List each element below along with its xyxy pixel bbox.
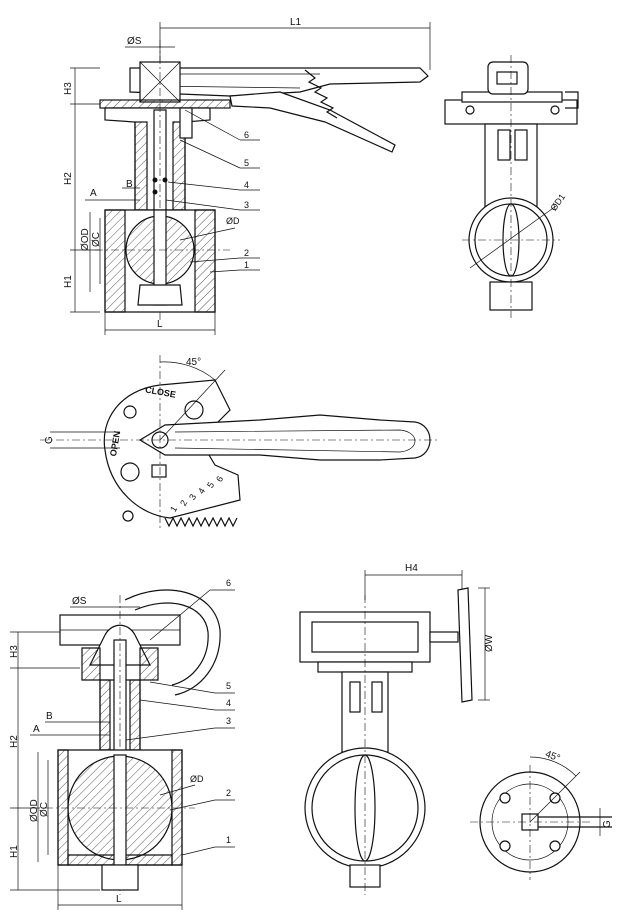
part-5: 5 xyxy=(244,158,249,168)
dim-H1: H1 xyxy=(63,275,74,288)
part-1: 1 xyxy=(244,260,249,270)
part-6-bottom: 6 xyxy=(226,578,231,588)
view-flange-plan: G 45° xyxy=(470,749,613,880)
view-lever-plan: 45° CLOSE OPEN G 1 2 3 4 5 6 xyxy=(40,355,440,530)
scale-5: 5 xyxy=(205,480,216,489)
part-2: 2 xyxy=(244,248,249,258)
dim-W: ØW xyxy=(484,634,495,652)
view-lever-valve-side: ØD1 xyxy=(444,55,579,318)
part-6: 6 xyxy=(244,130,249,140)
dim-OD: ØOD xyxy=(80,228,91,251)
dim-H2-bottom: H2 xyxy=(9,735,20,748)
dim-D-bottom: ØD xyxy=(190,774,204,784)
dim-H3-bottom: H3 xyxy=(9,645,20,658)
label-open: OPEN xyxy=(108,430,122,457)
view-gear-valve-side: H4 ØW xyxy=(299,563,495,895)
dim-C-bottom: ØC xyxy=(39,802,50,817)
dim-L-bottom: L xyxy=(116,894,122,905)
part-1-bottom: 1 xyxy=(226,835,231,845)
angle-45-top: 45° xyxy=(186,357,201,368)
part-3: 3 xyxy=(244,200,249,210)
part-2-bottom: 2 xyxy=(226,788,231,798)
dim-H4: H4 xyxy=(405,563,418,574)
scale-6: 6 xyxy=(214,474,225,483)
scale-1: 1 xyxy=(168,504,179,513)
scale-4: 4 xyxy=(196,486,207,495)
dim-G-bottom: G xyxy=(602,820,613,828)
dim-B-bottom: B xyxy=(46,711,53,722)
scale-2: 2 xyxy=(178,498,189,507)
part-3-bottom: 3 xyxy=(226,716,231,726)
part-4: 4 xyxy=(244,180,249,190)
dim-B: B xyxy=(126,179,133,190)
angle-45-bottom: 45° xyxy=(544,749,562,765)
dim-S-bottom: ØS xyxy=(72,596,87,607)
dim-L1: L1 xyxy=(290,17,302,28)
dim-A-bottom: A xyxy=(33,724,40,735)
dim-OD-bottom: ØOD xyxy=(29,799,40,822)
dim-H1-bottom: H1 xyxy=(9,845,20,858)
scale-3: 3 xyxy=(187,492,198,501)
dim-G-mid: G xyxy=(44,436,55,444)
part-4-bottom: 4 xyxy=(226,698,231,708)
dim-A: A xyxy=(90,188,97,199)
position-scale: 1 2 3 4 5 6 xyxy=(168,474,225,513)
dim-D: ØD xyxy=(226,216,240,226)
dim-L: L xyxy=(157,319,163,330)
dim-D1: ØD1 xyxy=(548,192,567,213)
dim-S: ØS xyxy=(127,36,142,47)
view-gear-valve-section: ØS H3 H2 H1 xyxy=(9,578,235,910)
view-lever-valve-section: L1 ØS xyxy=(63,17,431,335)
dim-H3: H3 xyxy=(63,82,74,95)
dim-H2: H2 xyxy=(63,172,74,185)
dim-C: ØC xyxy=(91,232,102,247)
part-5-bottom: 5 xyxy=(226,681,231,691)
